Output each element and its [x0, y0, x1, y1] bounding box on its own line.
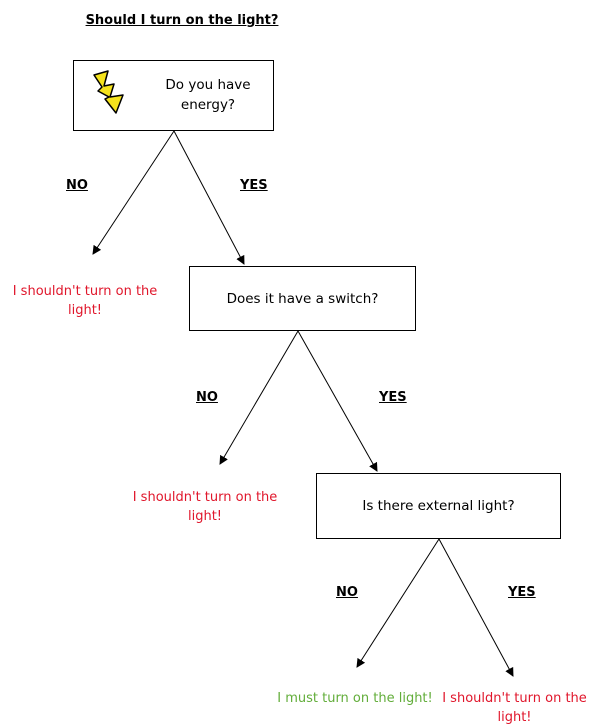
outcome-positive: I must turn on the light! [277, 691, 433, 706]
branch-label-yes: YES [508, 585, 536, 600]
branch-label-no: NO [336, 585, 358, 600]
question-text: Do you have energy? [165, 77, 251, 113]
edge-q3-yes [438, 538, 514, 677]
edge-q3-no [356, 538, 440, 668]
lightning-bolt-icon [93, 70, 124, 114]
diagram-title: Should I turn on the light? [85, 13, 279, 28]
outcome-negative: I shouldn't turn on the light! [442, 691, 587, 725]
question-text: Is there external light? [362, 498, 515, 514]
branch-label-no: NO [196, 390, 218, 405]
question-box-energy: Do you have energy? [73, 60, 274, 131]
branch-label-yes: YES [240, 178, 268, 193]
outcome-negative: I shouldn't turn on the light! [12, 284, 158, 318]
question-box-switch: Does it have a switch? [189, 266, 416, 331]
branch-label-yes: YES [379, 390, 407, 405]
edge-q2-yes [297, 330, 378, 472]
outcome-negative: I shouldn't turn on the light! [132, 490, 278, 524]
question-text: Does it have a switch? [226, 290, 379, 307]
branch-label-no: NO [66, 178, 88, 193]
edge-q2-no [219, 330, 299, 465]
edge-q1-no [92, 130, 175, 255]
question-box-external-light: Is there external light? [316, 473, 561, 539]
edge-q1-yes [173, 130, 245, 265]
